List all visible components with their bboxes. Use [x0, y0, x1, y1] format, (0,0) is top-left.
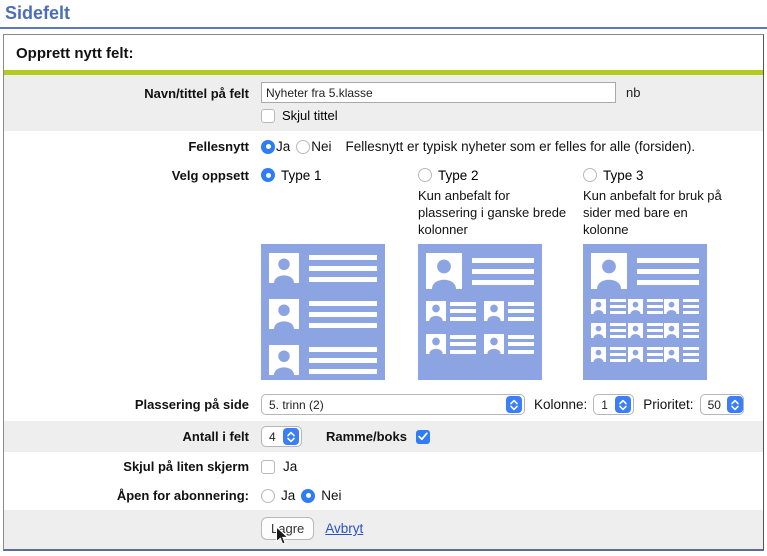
- type3-radio[interactable]: [583, 168, 597, 182]
- skjul-liten-checkbox[interactable]: [261, 459, 275, 474]
- antall-select-value: 4: [269, 429, 276, 444]
- text-lines: [637, 253, 699, 289]
- skjul-liten-label: Skjul på liten skjerm: [123, 459, 249, 474]
- hide-title-label: Skjul tittel: [282, 108, 338, 123]
- prioritet-select-value: 50: [707, 397, 721, 412]
- name-field-label: Navn/tittel på felt: [144, 86, 249, 101]
- green-divider: [4, 70, 763, 75]
- type2-radio[interactable]: [418, 168, 432, 182]
- abonnering-ja-label: Ja: [281, 488, 296, 503]
- row-oppsett: Velg oppsett Type 1: [4, 162, 763, 388]
- person-icon: [269, 299, 299, 329]
- text-lines: [309, 253, 377, 283]
- ramme-boks-checkbox[interactable]: [415, 429, 430, 444]
- mini-item: [664, 323, 699, 338]
- row-skjul-liten: Skjul på liten skjerm Ja: [4, 452, 763, 481]
- fellesnytt-yes-label: Ja: [276, 139, 291, 154]
- hide-title-checkbox[interactable]: [261, 108, 275, 123]
- fellesnytt-no-radio[interactable]: [296, 139, 311, 154]
- person-icon: [426, 253, 462, 289]
- mini-item: [484, 301, 534, 321]
- type2-preview-image: [418, 244, 542, 380]
- plassering-select[interactable]: 5. trinn (2): [261, 394, 525, 415]
- skjul-liten-ja-label: Ja: [283, 459, 298, 474]
- mini-item: [591, 299, 626, 314]
- fellesnytt-yes-radio[interactable]: [261, 139, 275, 154]
- mini-item: [627, 299, 663, 314]
- antall-label: Antall i felt: [182, 429, 249, 444]
- row-antall: Antall i felt 4 Ramme/boks: [4, 421, 763, 452]
- type3-column: Type 3 Kun anbefalt for bruk på sider me…: [583, 165, 748, 380]
- type2-label: Type 2: [438, 167, 479, 183]
- stepper-arrows-icon: [726, 396, 743, 413]
- kolonne-label: Kolonne:: [534, 397, 588, 412]
- create-field-panel: Opprett nytt felt: Navn/tittel på felt n…: [3, 34, 764, 551]
- antall-select[interactable]: 4: [261, 426, 302, 447]
- name-input[interactable]: [261, 82, 616, 103]
- panel-header: Opprett nytt felt:: [4, 35, 763, 70]
- person-icon: [269, 345, 299, 375]
- cancel-link[interactable]: Avbryt: [325, 521, 364, 536]
- mini-item: [426, 334, 476, 354]
- fellesnytt-label: Fellesnytt: [188, 139, 249, 154]
- abonnering-ja-radio[interactable]: [261, 488, 275, 503]
- kolonne-select[interactable]: 1: [593, 394, 635, 415]
- mini-item: [591, 323, 626, 338]
- mini-item: [664, 299, 699, 314]
- text-lines: [309, 345, 377, 375]
- row-fellesnytt: Fellesnytt Ja Nei Fellesnytt er typisk n…: [4, 131, 763, 162]
- type2-column: Type 2 Kun anbefalt for plassering i gan…: [418, 165, 583, 380]
- type1-radio[interactable]: [261, 168, 275, 182]
- plassering-label: Plassering på side: [134, 397, 249, 412]
- text-lines: [472, 253, 534, 289]
- type1-column: Type 1: [261, 165, 418, 380]
- fellesnytt-no-label: Nei: [311, 139, 332, 154]
- mini-item: [664, 347, 699, 362]
- mini-item: [627, 347, 663, 362]
- abonnering-nei-radio[interactable]: [301, 488, 316, 503]
- prioritet-label: Prioritet:: [643, 397, 694, 412]
- text-lines: [309, 299, 377, 329]
- mouse-cursor-icon: [275, 525, 290, 552]
- type2-desc: Kun anbefalt for plassering i ganske bre…: [418, 188, 567, 237]
- person-icon: [591, 253, 627, 289]
- prioritet-select[interactable]: 50: [699, 394, 744, 415]
- type3-desc: Kun anbefalt for bruk på sider med bare …: [583, 188, 722, 237]
- kolonne-select-value: 1: [601, 397, 608, 412]
- title-underline: [0, 27, 767, 29]
- language-code: nb: [626, 85, 641, 100]
- abonnering-label: Åpen for abonnering:: [116, 488, 249, 503]
- velg-oppsett-label: Velg oppsett: [171, 168, 249, 183]
- stepper-arrows-icon: [615, 396, 632, 413]
- row-abonnering: Åpen for abonnering: Ja Nei: [4, 481, 763, 510]
- stepper-arrows-icon: [283, 428, 299, 445]
- type3-preview-image: [583, 244, 707, 380]
- row-actions: Lagre Avbryt: [4, 510, 763, 549]
- abonnering-nei-label: Nei: [321, 488, 342, 503]
- type3-label: Type 3: [603, 167, 644, 183]
- page-title: Sidefelt: [5, 3, 71, 23]
- fellesnytt-hint: Fellesnytt er typisk nyheter som er fell…: [345, 139, 696, 154]
- row-name: Navn/tittel på felt nb Skjul tittel: [4, 75, 763, 131]
- plassering-select-value: 5. trinn (2): [269, 397, 324, 412]
- type1-preview-image: [261, 244, 385, 380]
- type1-desc: [261, 187, 411, 238]
- mini-item: [591, 347, 626, 362]
- stepper-arrows-icon: [506, 396, 522, 413]
- mini-item: [426, 301, 476, 321]
- mini-item: [627, 323, 663, 338]
- person-icon: [269, 253, 299, 283]
- row-plassering: Plassering på side 5. trinn (2) Kolonne:…: [4, 388, 763, 421]
- ramme-boks-label: Ramme/boks: [326, 429, 407, 444]
- type1-label: Type 1: [281, 167, 322, 183]
- mini-item: [484, 334, 534, 354]
